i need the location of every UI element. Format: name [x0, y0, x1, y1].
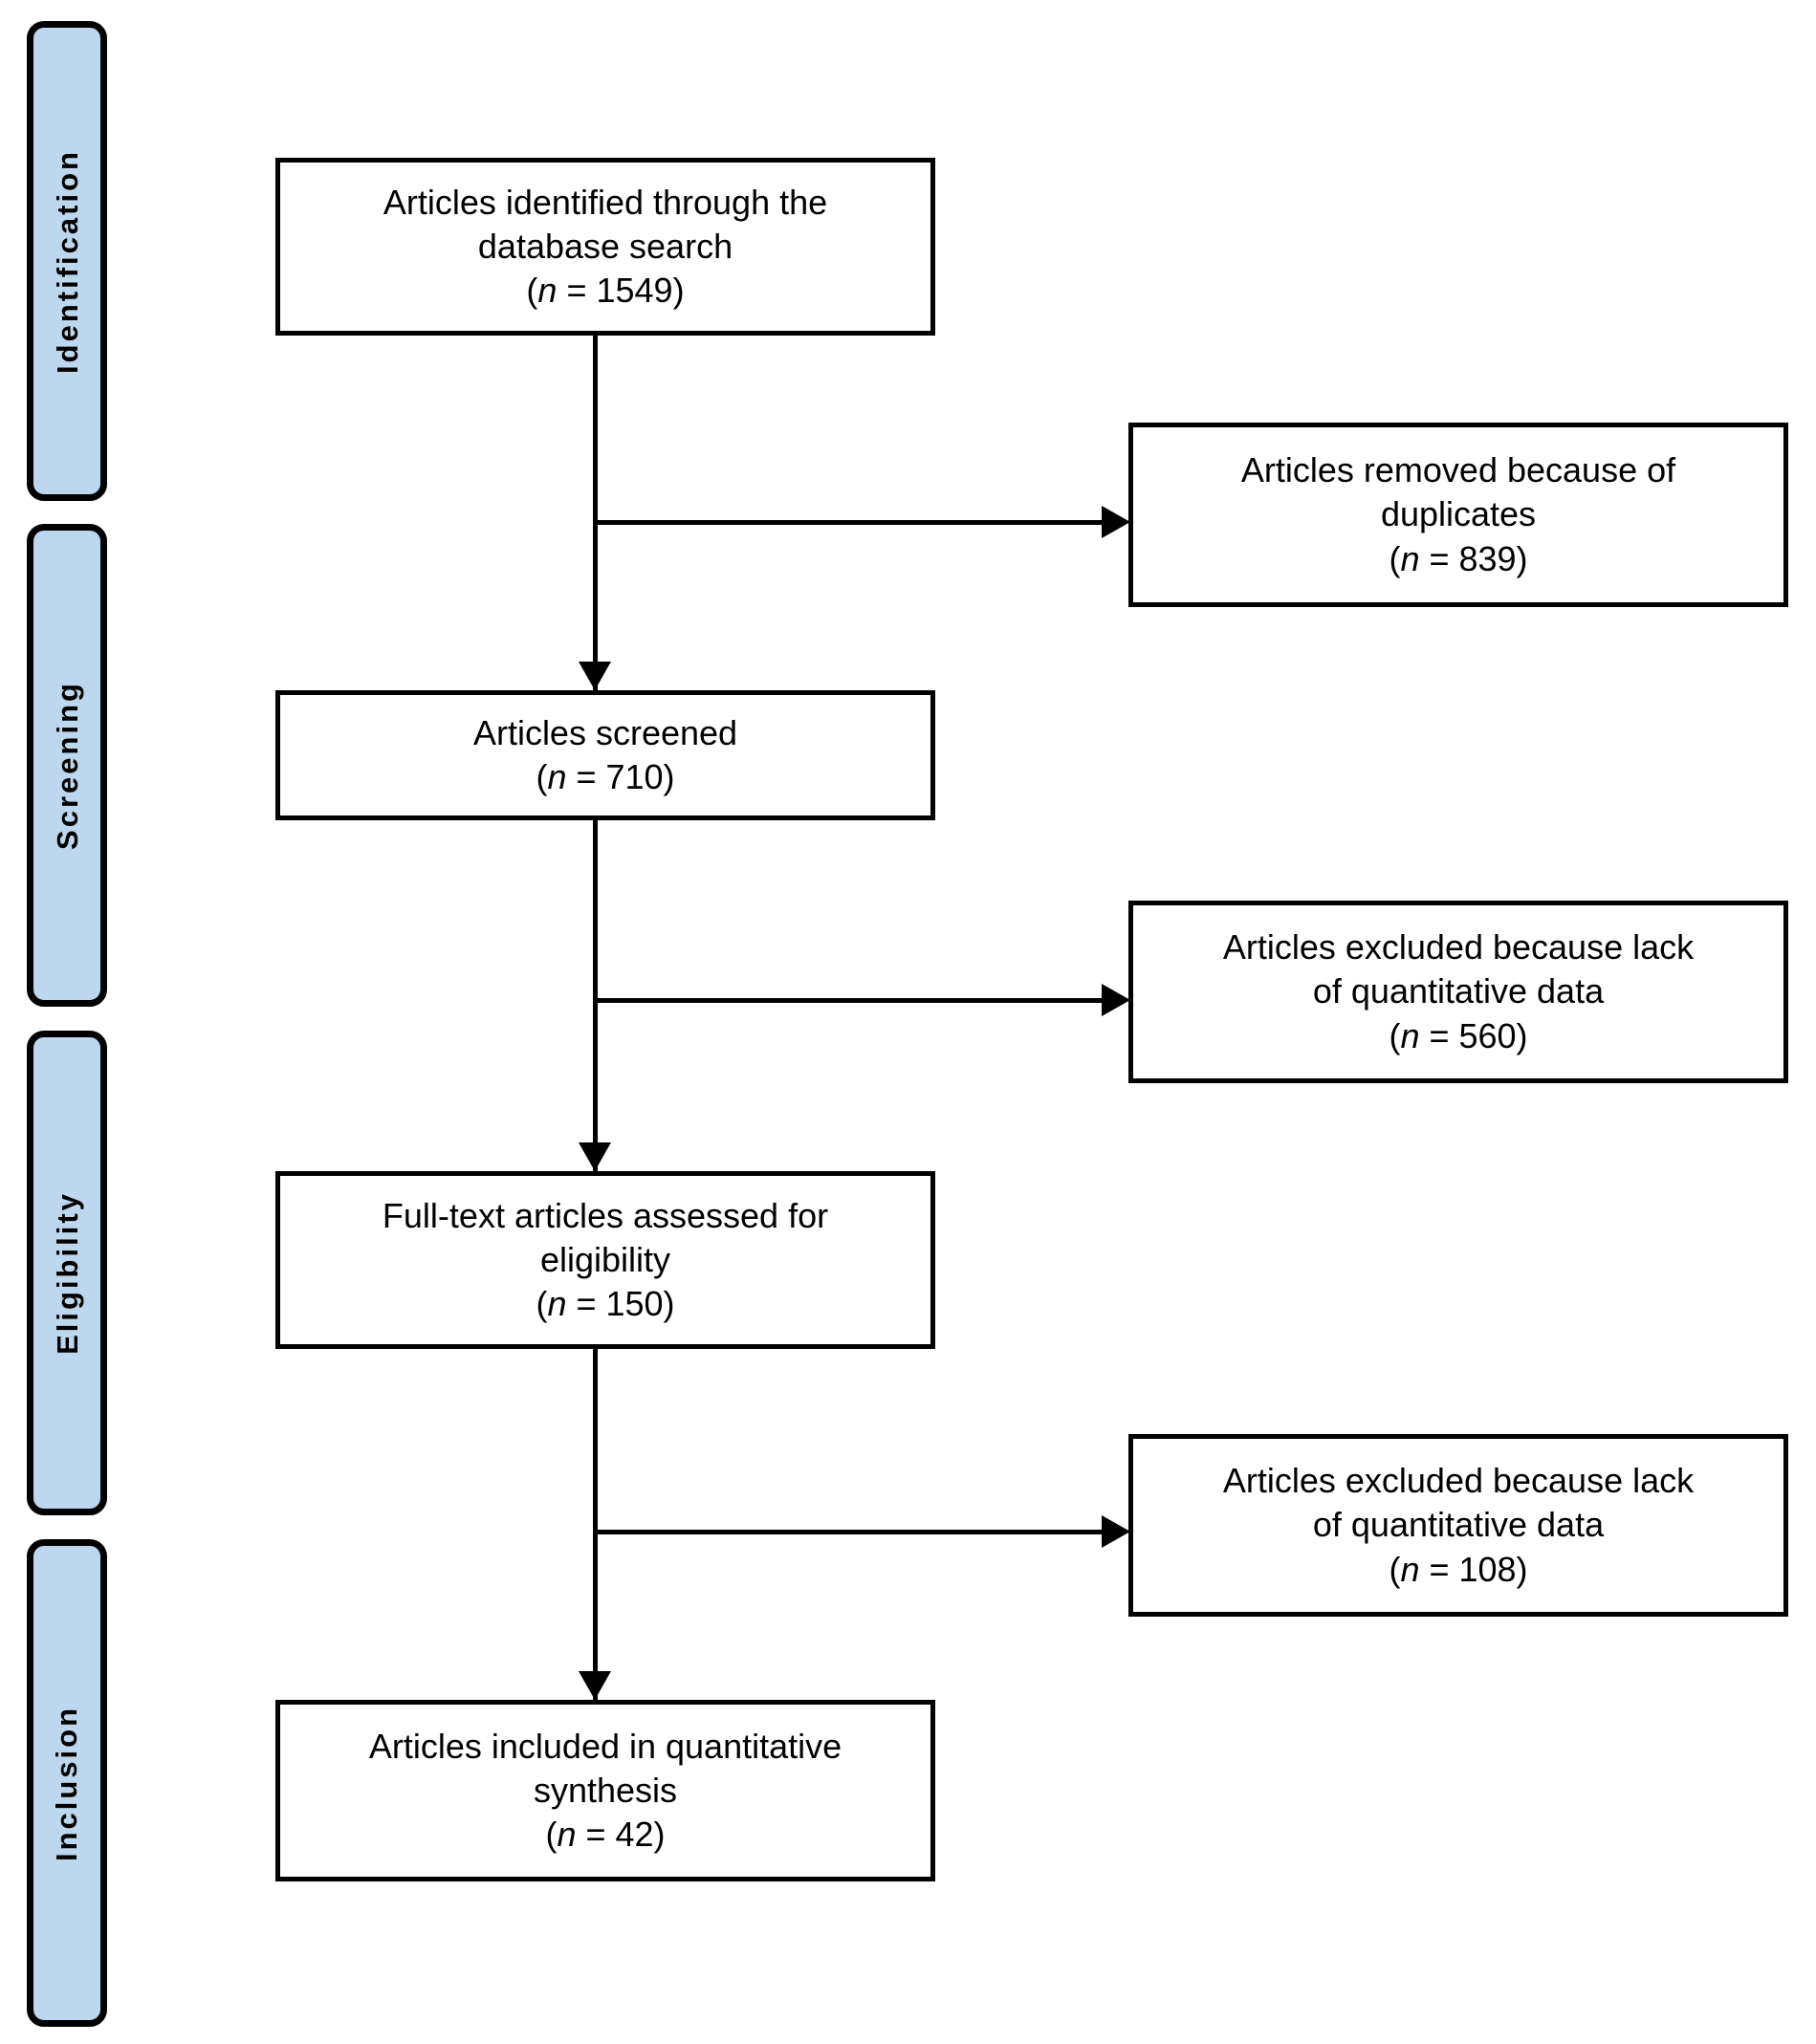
side-box-count: (n = 108) — [1389, 1548, 1527, 1592]
side-box-line2: of quantitative data — [1312, 971, 1605, 1011]
count-open-paren: ( — [536, 1284, 548, 1324]
flow-box-count: (n = 42) — [545, 1813, 665, 1857]
stage-tab-label: Inclusion — [50, 1705, 84, 1861]
connector-line-box3-to-box4 — [593, 1348, 598, 1704]
flow-box-count: (n = 150) — [536, 1282, 674, 1326]
connector-line-to-duplicates-box — [593, 520, 1109, 525]
flow-box-line2: synthesis — [533, 1770, 678, 1810]
flow-box-line1: Articles screened — [472, 712, 738, 752]
side-box-line2: duplicates — [1380, 494, 1537, 534]
flow-box-included-synthesis: Articles included in quantitative synthe… — [275, 1700, 935, 1881]
side-box-line2: of quantitative data — [1312, 1505, 1605, 1545]
arrowhead-into-box2 — [579, 662, 611, 690]
flow-box-line2: database search — [477, 226, 733, 266]
count-value: = 710) — [566, 757, 675, 796]
count-open-paren: ( — [526, 271, 538, 311]
side-box-removed-duplicates: Articles removed because of duplicates (… — [1128, 423, 1788, 607]
side-box-count: (n = 560) — [1389, 1014, 1527, 1058]
side-box-line1: Articles excluded because lack — [1222, 1461, 1695, 1501]
count-open-paren: ( — [1389, 1015, 1401, 1055]
side-box-line1: Articles removed because of — [1240, 450, 1676, 490]
count-value: = 1549) — [557, 271, 685, 311]
stage-tab-label: Identification — [50, 148, 84, 374]
side-box-line1: Articles excluded because lack — [1222, 927, 1695, 968]
side-box-excluded-lack-data-108: Articles excluded because lack of quanti… — [1128, 1434, 1788, 1617]
count-value: = 560) — [1419, 1015, 1528, 1055]
count-value: = 839) — [1419, 538, 1528, 578]
count-open-paren: ( — [536, 757, 548, 796]
count-open-paren: ( — [1389, 538, 1401, 578]
flow-box-screened: Articles screened (n = 710) — [275, 690, 935, 820]
count-value: = 108) — [1419, 1549, 1528, 1589]
flow-box-count: (n = 1549) — [526, 269, 684, 313]
count-value: = 42) — [576, 1815, 666, 1855]
arrowhead-into-duplicates-box — [1102, 506, 1130, 538]
connector-line-box1-to-box2 — [593, 336, 598, 693]
side-box-count: (n = 839) — [1389, 537, 1527, 581]
count-open-paren: ( — [1389, 1549, 1401, 1589]
flow-box-line1: Articles included in quantitative — [368, 1726, 842, 1766]
count-value: = 150) — [566, 1284, 675, 1324]
side-box-excluded-lack-data-560: Articles excluded because lack of quanti… — [1128, 901, 1788, 1083]
arrowhead-into-excluded-108-box — [1102, 1515, 1130, 1548]
arrowhead-into-box4 — [579, 1671, 611, 1700]
flow-box-identified: Articles identified through the database… — [275, 158, 935, 336]
connector-line-box2-to-box3 — [593, 819, 598, 1175]
flow-box-fulltext-assessed: Full-text articles assessed for eligibil… — [275, 1171, 935, 1349]
count-n-symbol: n — [1400, 538, 1420, 578]
connector-line-to-excluded-560-box — [593, 998, 1109, 1003]
stage-tab-eligibility: Eligibility — [27, 1031, 107, 1515]
connector-line-to-excluded-108-box — [593, 1530, 1109, 1534]
arrowhead-into-box3 — [579, 1142, 611, 1171]
stage-tab-inclusion: Inclusion — [27, 1539, 107, 2027]
flow-box-line2: eligibility — [539, 1239, 671, 1279]
stage-tab-label: Screening — [50, 681, 84, 850]
count-n-symbol: n — [1400, 1015, 1420, 1055]
stage-tab-label: Eligibility — [50, 1191, 84, 1355]
flow-box-line1: Articles identified through the — [383, 182, 828, 222]
count-n-symbol: n — [1400, 1549, 1420, 1589]
count-n-symbol: n — [547, 1284, 567, 1324]
count-open-paren: ( — [545, 1815, 558, 1855]
flow-box-line1: Full-text articles assessed for — [382, 1195, 829, 1235]
stage-tab-identification: Identification — [27, 21, 107, 501]
count-n-symbol: n — [547, 757, 567, 796]
stage-tab-screening: Screening — [27, 524, 107, 1007]
count-n-symbol: n — [557, 1815, 577, 1855]
flow-box-count: (n = 710) — [536, 755, 674, 799]
count-n-symbol: n — [537, 271, 558, 311]
arrowhead-into-excluded-560-box — [1102, 984, 1130, 1016]
